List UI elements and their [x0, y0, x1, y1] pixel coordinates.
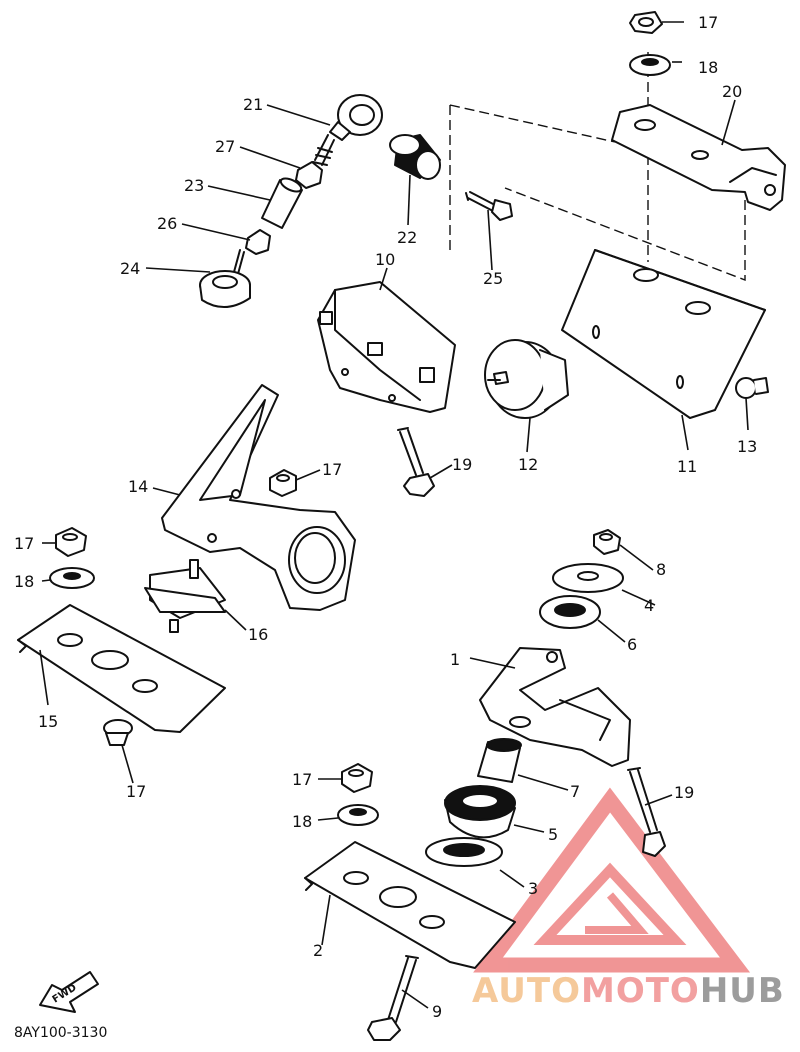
callout-19-upper: 19 — [452, 455, 472, 474]
callout-18-top: 18 — [698, 58, 718, 77]
rubber-mount-16 — [144, 559, 226, 633]
callout-19-lower: 19 — [674, 783, 694, 802]
cover-11 — [561, 249, 766, 419]
nut-17-left — [55, 527, 87, 557]
fwd-arrow-icon: FWD — [39, 971, 99, 1013]
watermark: AUTOMOTOHUB — [472, 787, 785, 1011]
watermark-auto: AUTO — [472, 971, 581, 1011]
washer-18-top — [629, 54, 671, 76]
plate-2 — [304, 841, 516, 969]
washer-3 — [425, 837, 503, 867]
callout-13: 13 — [737, 437, 757, 456]
callout-5: 5 — [548, 825, 558, 844]
nut-17-center — [341, 763, 373, 793]
watermark-moto: MOTO — [581, 971, 700, 1011]
callout-17-top: 17 — [698, 13, 718, 32]
callout-18-center: 18 — [292, 812, 312, 831]
callout-26: 26 — [157, 214, 177, 233]
callout-17-bracket: 17 — [322, 460, 342, 479]
nut-8 — [593, 529, 621, 555]
callout-22: 22 — [397, 228, 417, 247]
callout-16: 16 — [248, 625, 268, 644]
sleeve-7 — [477, 738, 522, 783]
bracket-1 — [479, 647, 631, 767]
watermark-triangle-logo — [473, 787, 751, 973]
callout-15: 15 — [38, 712, 58, 731]
nut-17-bracket — [269, 469, 297, 497]
bolt-24 — [199, 249, 251, 308]
callout-20: 20 — [722, 82, 742, 101]
callout-1: 1 — [450, 650, 460, 669]
callout-2: 2 — [313, 941, 323, 960]
washer-18-left — [49, 567, 95, 589]
callout-10: 10 — [375, 250, 395, 269]
washer-4 — [552, 563, 624, 593]
damper-12 — [484, 339, 569, 419]
bolt-25 — [465, 191, 513, 221]
bracket-10 — [317, 281, 456, 413]
callout-8: 8 — [656, 560, 666, 579]
nut-26 — [245, 229, 271, 255]
bracket-20 — [611, 104, 786, 211]
bolt-9 — [367, 955, 419, 1041]
callout-21: 21 — [243, 95, 263, 114]
callout-24: 24 — [120, 259, 140, 278]
rod-end-21 — [312, 94, 383, 166]
callout-4: 4 — [644, 596, 654, 615]
diagram-code: 8AY100-3130 — [14, 1025, 107, 1041]
bolt-19-upper — [397, 427, 435, 497]
callout-12: 12 — [518, 455, 538, 474]
svg-text:AUTOMOTOHUB: AUTOMOTOHUB — [472, 971, 785, 1011]
callout-14: 14 — [128, 477, 148, 496]
watermark-hub: HUB — [700, 971, 785, 1011]
nut-17-top — [629, 11, 663, 34]
callout-23: 23 — [184, 176, 204, 195]
washer-18-center — [337, 804, 379, 826]
callout-17-center: 17 — [292, 770, 312, 789]
callout-labels: 21 27 23 26 24 22 25 10 17 18 20 11 13 1… — [14, 13, 757, 1021]
leader-lines — [39, 21, 749, 1009]
callout-6: 6 — [627, 635, 637, 654]
sleeve-23 — [261, 177, 303, 229]
nut-17-lower-left — [103, 719, 133, 746]
bolt-13 — [735, 377, 769, 399]
callout-25: 25 — [483, 269, 503, 288]
callout-17-lower-left: 17 — [126, 782, 146, 801]
callout-18-left: 18 — [14, 572, 34, 591]
nut-27 — [295, 161, 323, 189]
callout-9: 9 — [432, 1002, 442, 1021]
bracket-14 — [161, 384, 356, 611]
callout-27: 27 — [215, 137, 235, 156]
callout-7: 7 — [570, 782, 580, 801]
callout-3: 3 — [528, 879, 538, 898]
callout-17-left: 17 — [14, 534, 34, 553]
callout-11: 11 — [677, 457, 697, 476]
bolt-19-lower — [627, 767, 666, 857]
assembly-guide-lines — [449, 52, 746, 282]
bushing-22 — [389, 134, 441, 180]
spacer-5 — [444, 785, 516, 839]
plate-15 — [17, 604, 226, 733]
washer-6 — [539, 595, 601, 629]
